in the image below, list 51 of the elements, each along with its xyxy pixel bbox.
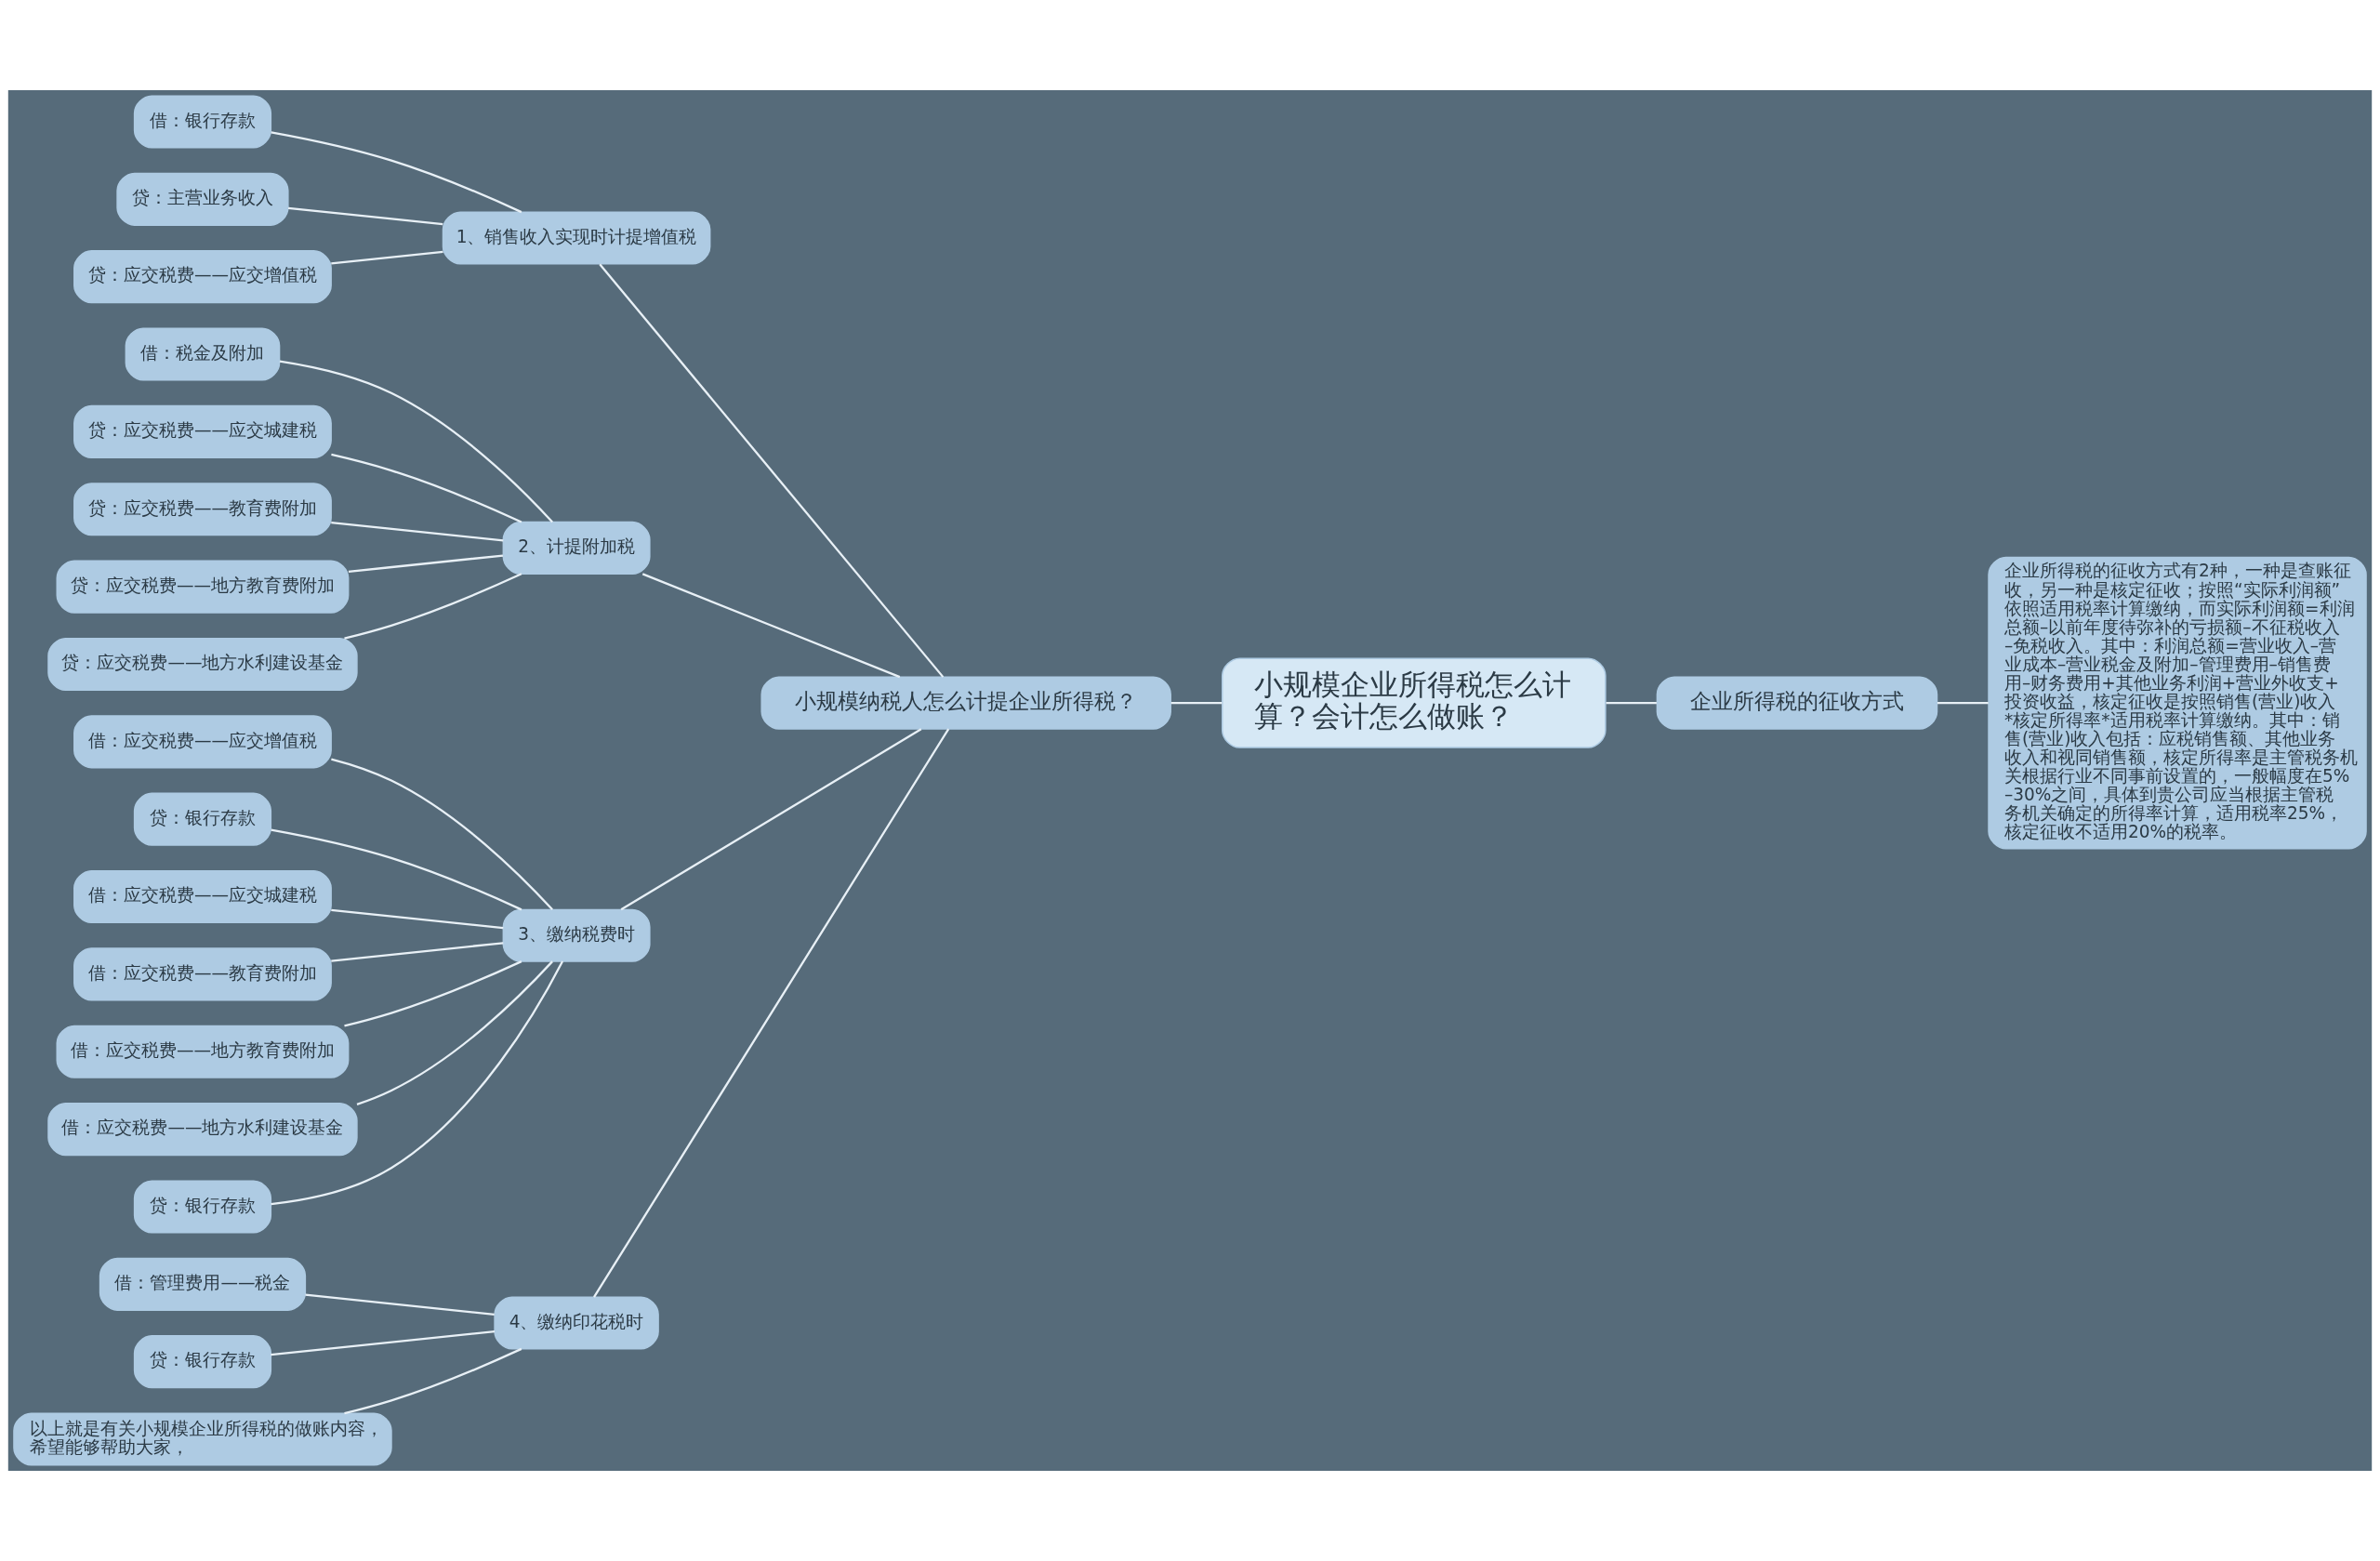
node-box: 小规模纳税人怎么计提企业所得税？ [760, 676, 1171, 730]
node-box: 借：应交税费——教育费附加 [73, 947, 332, 1001]
connector [344, 573, 522, 640]
node-box: 借：管理费用——税金 [99, 1257, 307, 1311]
connector [287, 206, 443, 226]
connector [1170, 702, 1223, 705]
connector [599, 263, 945, 678]
node-box: 小规模企业所得税怎么计算？会计怎么做账？ [1221, 657, 1606, 748]
connector [331, 908, 504, 930]
connector [1937, 702, 1989, 705]
node-box: 1、销售收入实现时计提增值税 [442, 211, 711, 265]
connector [344, 960, 522, 1027]
connector [348, 554, 504, 574]
connector [331, 758, 553, 911]
connector [271, 828, 522, 911]
node-box: 以上就是有关小规模企业所得税的做账内容，希望能够帮助大家， [13, 1412, 392, 1466]
connector [356, 960, 553, 1105]
node-box: 借：银行存款 [133, 95, 272, 149]
connector [279, 360, 553, 523]
connector [271, 1329, 496, 1356]
connector [593, 728, 950, 1298]
connector [620, 728, 922, 911]
node-box: 贷：应交税费——教育费附加 [73, 483, 332, 536]
node-box: 贷：银行存款 [133, 792, 272, 846]
node-box: 贷：银行存款 [133, 1180, 272, 1234]
connector [641, 573, 901, 679]
node-box: 贷：主营业务收入 [116, 172, 289, 226]
node-box: 企业所得税的征收方式 [1656, 676, 1938, 730]
connector [1606, 702, 1657, 705]
connector [331, 250, 443, 265]
node-box: 贷：银行存款 [133, 1335, 272, 1389]
node-box: 3、缴纳税费时 [502, 908, 651, 962]
node-box: 借：税金及附加 [125, 327, 281, 381]
node-box: 贷：应交税费——应交城建税 [73, 404, 332, 458]
connector [331, 942, 504, 962]
connector [271, 960, 564, 1206]
connector [305, 1293, 495, 1316]
node-box: 借：应交税费——应交城建税 [73, 870, 332, 924]
connector [344, 1347, 522, 1415]
connector [331, 453, 522, 523]
node-box: 借：应交税费——地方水利建设基金 [47, 1103, 358, 1157]
node-box: 贷：应交税费——应交增值税 [73, 250, 332, 304]
connector [271, 131, 522, 214]
node-box: 企业所得税的征收方式有2种，一种是查账征收，另一种是核定征收；按照“实际利润额”依照适用税率计算缴纳，而实际利润额=利润总额–以前年度待弥补的亏损额–不征税收入–免税收入。其中：利润总额=营业收入–营业成本–营业税金及附加–管理费用–销售费用–财务费用+其他业务利润+营业外收支+投资收益，核定征收是按照销售(营业)收入*核定所得率*适用税率计算缴纳。其中：销售(营业)收入包括：应税销售额、其他业务收入和视同销售额，核定所得率是主管税务机关根据行业不同事前设置的，一般幅度在5%–30%之间，具体到贵公司应当根据主管税务机关确定的所得率计算，适用税率25%，核定征收不适用20%的税率。 [1988, 556, 2367, 850]
node-box: 贷：应交税费——地方教育费附加 [56, 560, 350, 614]
node-box: 贷：应交税费——地方水利建设基金 [47, 637, 358, 691]
node-box: 借：应交税费——应交增值税 [73, 715, 332, 769]
node-box: 4、缴纳印花税时 [494, 1296, 659, 1350]
node-box: 借：应交税费——地方教育费附加 [56, 1025, 350, 1078]
node-box: 2、计提附加税 [502, 521, 651, 575]
connector [331, 521, 504, 542]
